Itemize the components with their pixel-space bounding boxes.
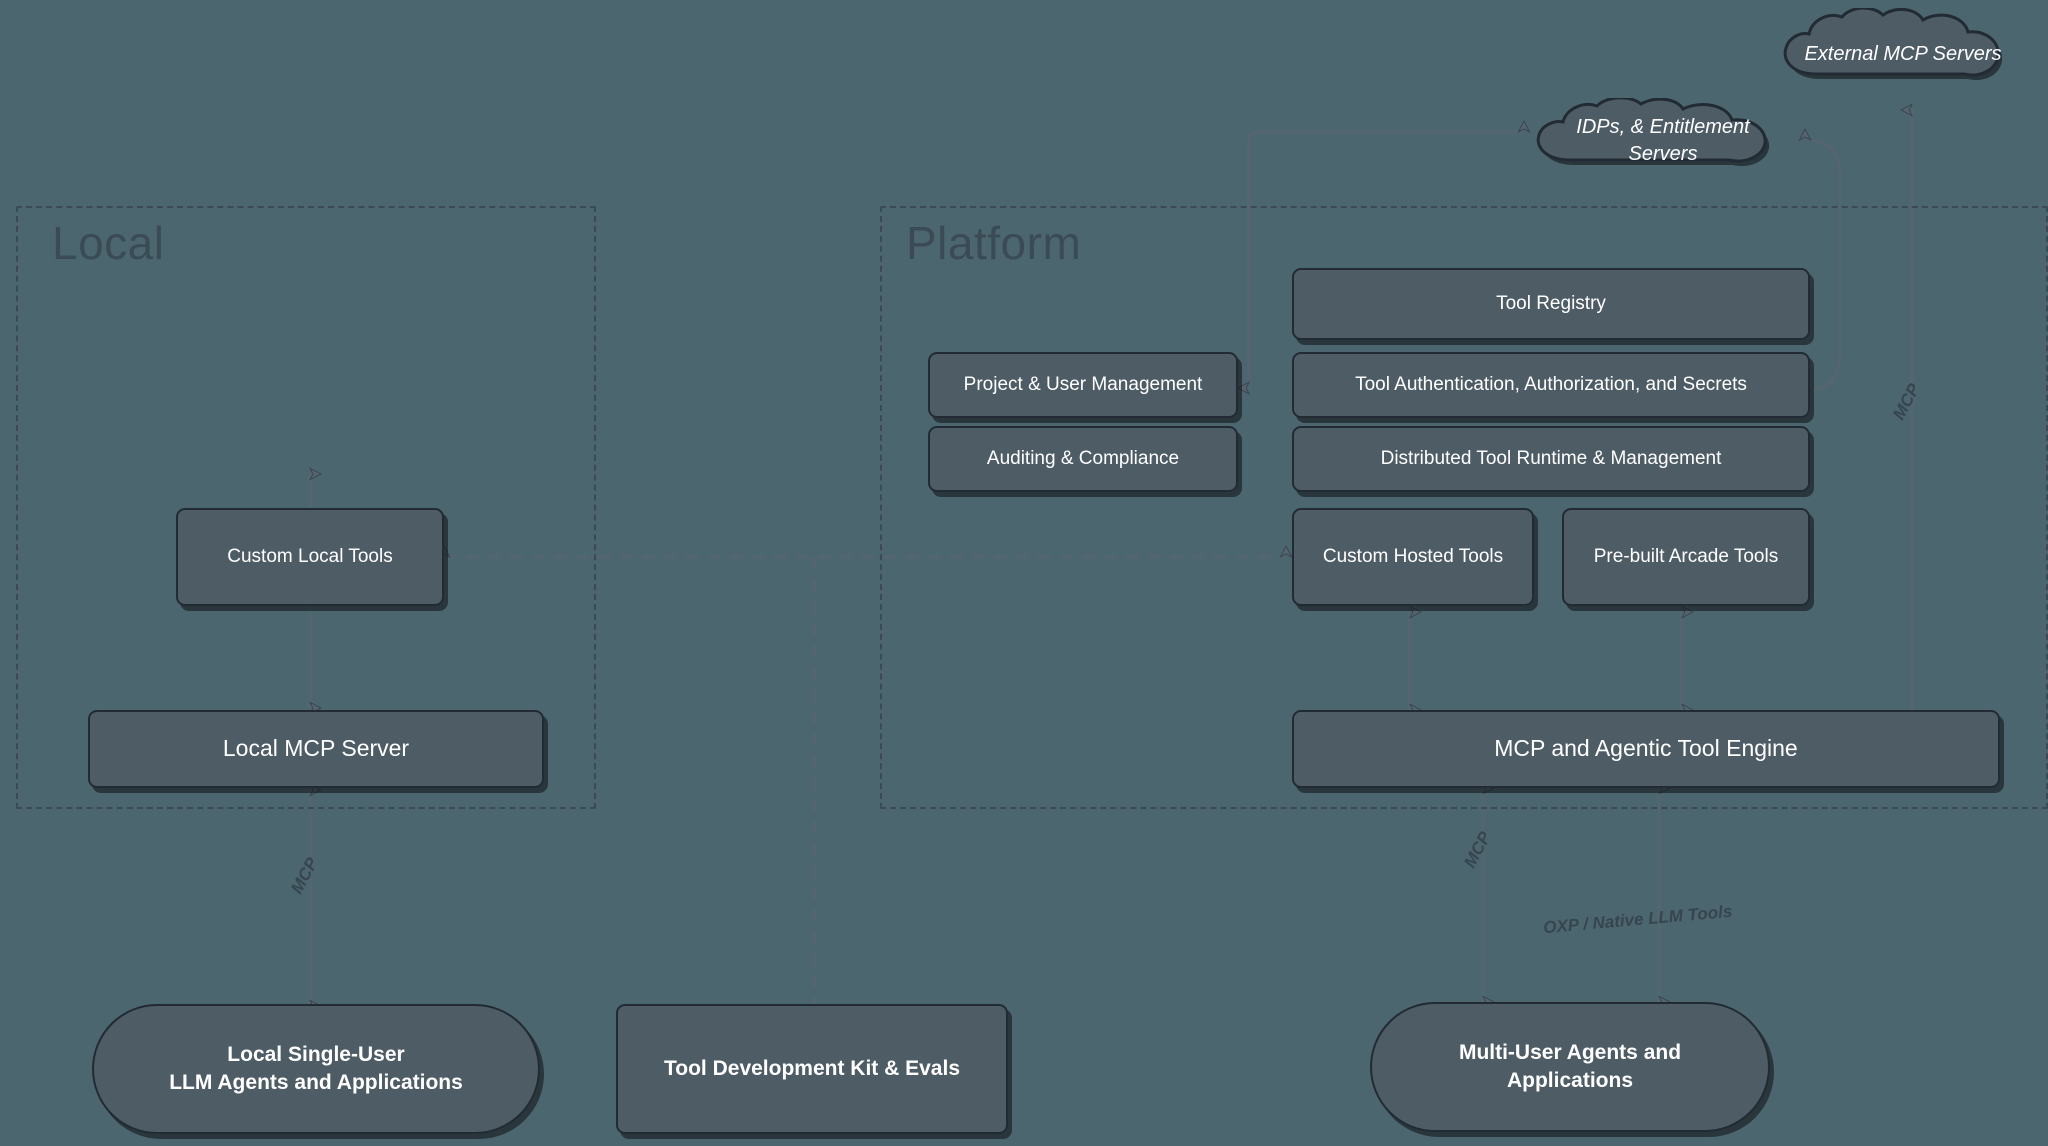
cloud-shape-icon [1783,8,2003,81]
node-project-user-management[interactable]: Project & User Management [928,352,1238,418]
cloud-shape-icon [1536,98,1770,167]
node-custom-hosted-tools[interactable]: Custom Hosted Tools [1292,508,1534,606]
node-auditing-compliance[interactable]: Auditing & Compliance [928,426,1238,492]
cloud-idps-entitlement-servers[interactable]: IDPs, & Entitlement Servers [1524,98,1802,184]
group-local-title: Local [52,217,165,269]
node-tool-registry[interactable]: Tool Registry [1292,268,1810,340]
node-local-agents[interactable]: Local Single-User LLM Agents and Applica… [92,1004,540,1134]
cloud-external-mcp-servers-label: External MCP Servers [1804,42,2002,65]
group-local [16,206,596,809]
group-platform [880,206,2048,809]
group-platform-title: Platform [906,217,1082,269]
node-custom-local-tools[interactable]: Custom Local Tools [176,508,444,606]
node-tool-authentication[interactable]: Tool Authentication, Authorization, and … [1292,352,1810,418]
node-tool-development-kit[interactable]: Tool Development Kit & Evals [616,1004,1008,1134]
node-mcp-agentic-tool-engine[interactable]: MCP and Agentic Tool Engine [1292,710,2000,788]
cloud-external-mcp-servers[interactable]: External MCP Servers [1772,8,2034,100]
node-multi-user-agents[interactable]: Multi-User Agents and Applications [1370,1002,1770,1132]
cloud-idps-entitlement-servers-label: IDPs, & Entitlement Servers [1576,116,1750,165]
node-distributed-tool-runtime[interactable]: Distributed Tool Runtime & Management [1292,426,1810,492]
node-local-mcp-server[interactable]: Local MCP Server [88,710,544,788]
node-prebuilt-arcade-tools[interactable]: Pre-built Arcade Tools [1562,508,1810,606]
